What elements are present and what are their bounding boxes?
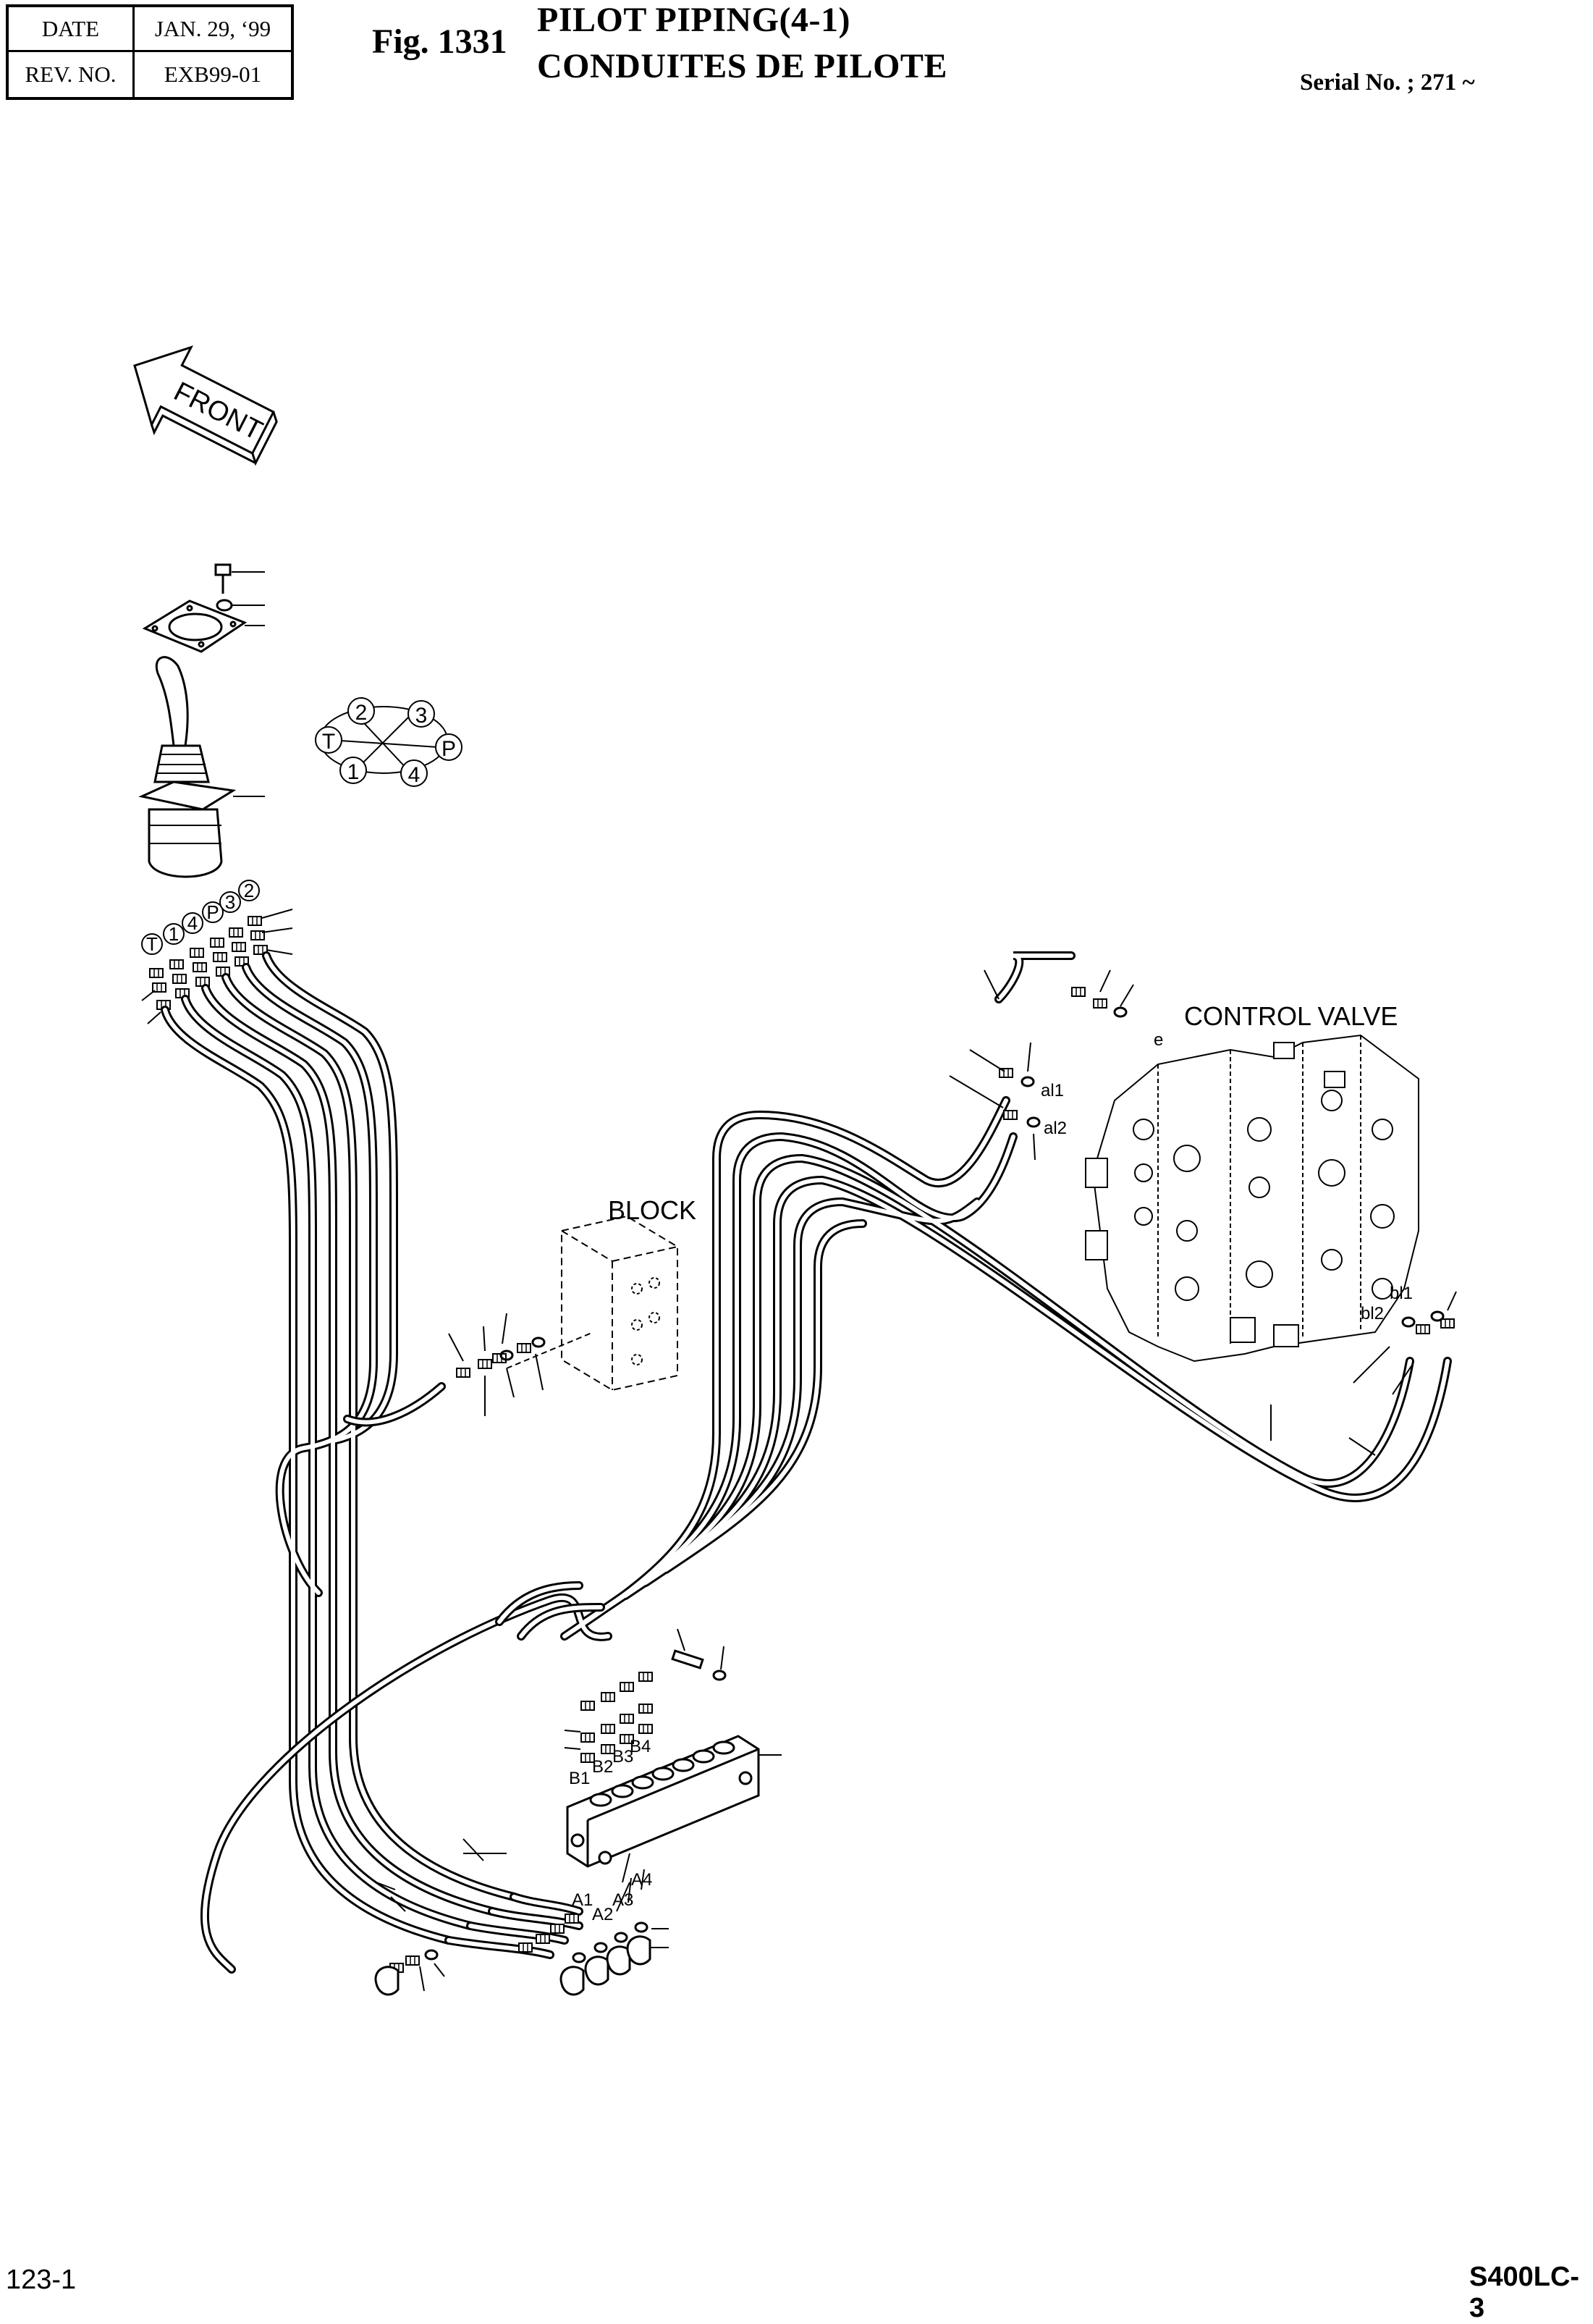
manifold-b-port-labels: B1 B2 B3 B4 xyxy=(569,1737,651,1788)
joystick-port-labels: T 1 4 P 3 2 xyxy=(141,880,260,955)
block-fittings xyxy=(448,1313,594,1416)
manifold-a-port-labels: A1 A2 A3 A4 xyxy=(572,1870,652,1924)
manifold-port-a2: A2 xyxy=(592,1905,613,1924)
joystick-port-2: 2 xyxy=(244,880,254,901)
port-pattern-t: T xyxy=(322,730,335,754)
hose-to-block xyxy=(343,1382,446,1427)
control-valve: CONTROL VALVE xyxy=(1085,1001,1419,1363)
figure-title-en: PILOT PIPING(4-1) xyxy=(537,1,850,39)
rev-label: REV. NO. xyxy=(9,52,135,97)
revision-table: DATE JAN. 29, ‘99 REV. NO. EXB99-01 xyxy=(6,4,294,100)
control-valve-label: CONTROL VALVE xyxy=(1184,1001,1398,1031)
port-pattern-diagram: T 2 3 P 1 4 xyxy=(315,697,462,787)
manifold-port-a4: A4 xyxy=(631,1870,652,1890)
serial-number: Serial No. ; 271 ~ xyxy=(1300,70,1475,96)
manifold-port-b4: B4 xyxy=(630,1737,651,1756)
joystick-port-3: 3 xyxy=(225,891,235,913)
port-pattern-2: 2 xyxy=(355,701,368,725)
control-valve-fittings: e al1 al2 bl1 bl2 xyxy=(949,969,1457,1456)
port-pattern-p: P xyxy=(441,737,456,761)
joystick-port-p: P xyxy=(206,901,219,923)
front-arrow: FRONT xyxy=(133,345,278,466)
port-pattern-3: 3 xyxy=(415,704,428,728)
valve-port-bl1: bl1 xyxy=(1390,1284,1413,1303)
hoses-into-manifold xyxy=(444,1581,605,1959)
figure-title-fr: CONDUITES DE PILOTE xyxy=(537,47,947,85)
manifold-port-a1: A1 xyxy=(572,1890,593,1910)
manifold-port-b2: B2 xyxy=(592,1757,613,1777)
joystick-mount-bolt xyxy=(214,563,265,612)
valve-port-e: e xyxy=(1154,1030,1163,1050)
manifold-port-a3: A3 xyxy=(612,1890,633,1910)
joystick-body xyxy=(138,656,265,878)
port-pattern-1: 1 xyxy=(347,760,360,784)
block: BLOCK xyxy=(561,1195,696,1392)
model-number: S400LC-3 xyxy=(1469,2262,1580,2323)
rev-value: EXB99-01 xyxy=(164,62,262,87)
date-label: DATE xyxy=(9,7,135,52)
valve-port-al2: al2 xyxy=(1044,1119,1067,1138)
pilot-manifold xyxy=(566,1735,782,1883)
figure-number: Fig. 1331 xyxy=(372,22,507,61)
valve-port-al1: al1 xyxy=(1041,1081,1064,1100)
valve-port-bl2: bl2 xyxy=(1361,1304,1384,1323)
manifold-top-fittings xyxy=(564,1628,727,1763)
joystick-port-4: 4 xyxy=(187,912,198,934)
manifold-bottom-fittings xyxy=(374,1838,669,1996)
manifold-port-b1: B1 xyxy=(569,1769,590,1788)
pilot-hose-bundle xyxy=(161,951,518,1945)
manifold-port-b3: B3 xyxy=(612,1747,633,1767)
joystick-port-t: T xyxy=(146,933,158,955)
joystick-port-1: 1 xyxy=(169,923,179,945)
port-pattern-4: 4 xyxy=(408,763,421,787)
joystick-port-fittings xyxy=(141,909,293,1024)
block-label: BLOCK xyxy=(608,1195,696,1225)
joystick-mount-plate xyxy=(142,599,265,653)
page-number: 123-1 xyxy=(6,2265,77,2295)
date-value: JAN. 29, ‘99 xyxy=(135,7,291,52)
